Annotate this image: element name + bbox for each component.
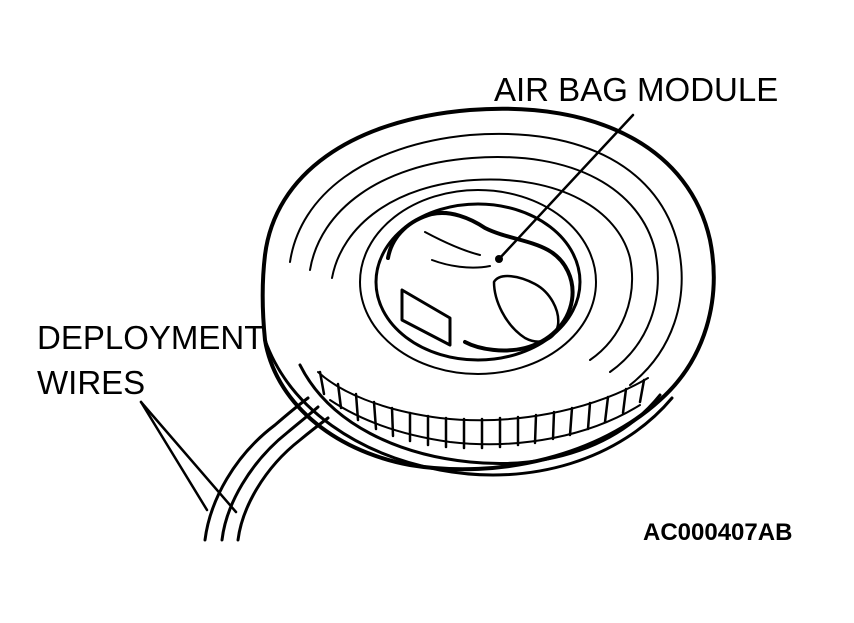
deployment-wires-label-line2: WIRES [37,364,146,401]
air-bag-module-label: AIR BAG MODULE [494,71,779,108]
air-bag-leader-line [497,113,635,261]
tire [260,106,716,477]
wire-leader-line-1 [139,400,209,512]
air-bag-module [359,189,597,375]
figure-code: AC000407AB [643,519,793,546]
tire-tread [317,370,649,450]
wire-leader-line-2 [139,400,238,514]
deployment-wires-label-line1: DEPLOYMENT [37,319,265,356]
